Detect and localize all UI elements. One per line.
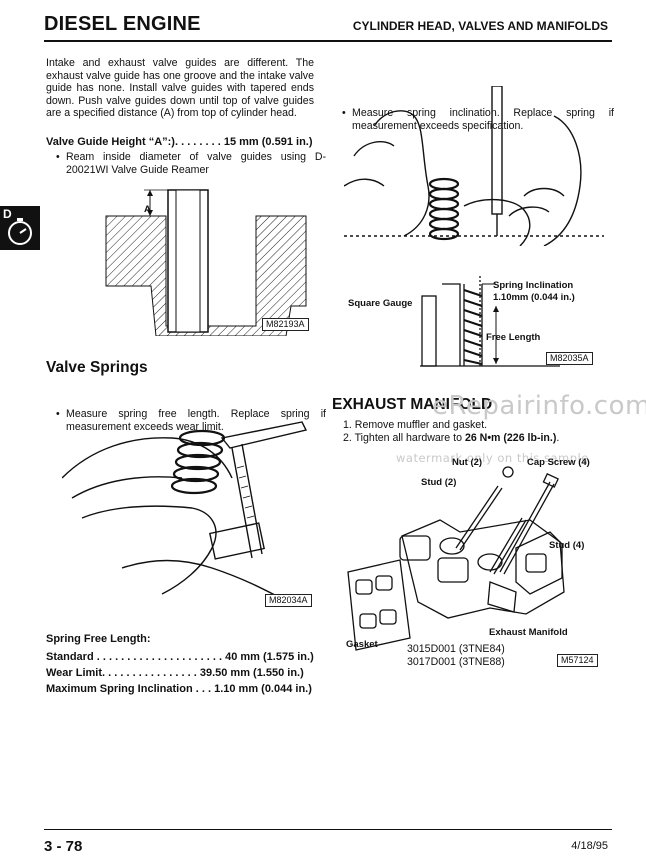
- square-gauge-label: Square Gauge: [348, 298, 413, 309]
- part-number-3tne88: 3017D001 (3TNE88): [407, 656, 505, 668]
- valve-guide-height-spec: Valve Guide Height “A”:). . . . . . . . …: [46, 136, 313, 148]
- cap-screw-label: Cap Screw (4): [527, 457, 590, 468]
- step-1: 1. Remove muffler and gasket.: [343, 419, 487, 432]
- step-2-end: .: [556, 432, 560, 444]
- page-number: 3 - 78: [44, 838, 83, 855]
- step-2: 2. Tighten all hardware to 26 N•m (226 l…: [343, 432, 559, 445]
- inclination-bullet: Measure spring inclination. Replace spri…: [340, 107, 614, 132]
- spec-max-inclination: Maximum Spring Inclination . . . 1.10 mm…: [46, 683, 312, 695]
- footer-rule: [44, 829, 612, 830]
- valve-guide-figure: [105, 189, 307, 336]
- section-tab-letter: D: [3, 207, 12, 221]
- spec-wear-limit: Wear Limit. . . . . . . . . . . . . . . …: [46, 667, 304, 679]
- step-1-number: 1.: [343, 419, 352, 431]
- exhaust-manifold-heading: EXHAUST MANIFOLD: [332, 396, 493, 413]
- caliper-measurement-photo: [62, 421, 308, 605]
- watermark-sub: watermark only on this sample: [396, 451, 589, 465]
- valve-springs-heading: Valve Springs: [46, 359, 148, 376]
- spring-free-length-title: Spring Free Length:: [46, 633, 151, 645]
- stud-4-label: Stud (4): [549, 540, 585, 551]
- spring-inclination-value: 1.10mm (0.044 in.): [493, 292, 575, 303]
- spring-inclination-photo: [344, 86, 604, 246]
- step-2-text: Tighten all hardware to: [354, 432, 465, 444]
- figure-caption-m82193a: M82193A: [262, 318, 309, 331]
- exhaust-manifold-exploded-view: [347, 466, 565, 651]
- figure-caption-m82035a: M82035A: [546, 352, 593, 365]
- chapter-title: CYLINDER HEAD, VALVES AND MANIFOLDS: [352, 19, 608, 33]
- nut-label: Nut (2): [452, 457, 483, 468]
- revision-date: 4/18/95: [571, 840, 608, 852]
- spring-inclination-label: Spring Inclination: [493, 280, 574, 291]
- stopwatch-icon: [8, 218, 32, 245]
- free-length-label: Free Length: [486, 332, 541, 343]
- intro-paragraph: Intake and exhaust valve guides are diff…: [46, 57, 314, 120]
- ream-bullet: Ream inside diameter of valve guides usi…: [54, 151, 326, 176]
- figure-caption-m57124: M57124: [557, 654, 598, 667]
- spec-standard: Standard . . . . . . . . . . . . . . . .…: [46, 651, 314, 663]
- stud-2-label: Stud (2): [421, 477, 457, 488]
- section-tab: D: [0, 206, 40, 250]
- header-rule: [44, 40, 612, 42]
- dimension-a-label: A: [144, 204, 151, 215]
- step-2-torque: 26 N•m (226 lb-in.): [464, 432, 557, 444]
- section-title: DIESEL ENGINE: [44, 13, 201, 35]
- gasket-label: Gasket: [346, 639, 378, 650]
- exhaust-manifold-label: Exhaust Manifold: [489, 627, 568, 638]
- step-2-number: 2.: [343, 432, 352, 444]
- free-length-bullet: Measure spring free length. Replace spri…: [54, 408, 326, 433]
- step-1-text: Remove muffler and gasket.: [354, 419, 488, 431]
- figure-caption-m82034a: M82034A: [265, 594, 312, 607]
- watermark-main: eRepairinfo.com: [432, 391, 646, 421]
- part-number-3tne84: 3015D001 (3TNE84): [407, 643, 505, 655]
- spring-inclination-diagram: [420, 276, 560, 367]
